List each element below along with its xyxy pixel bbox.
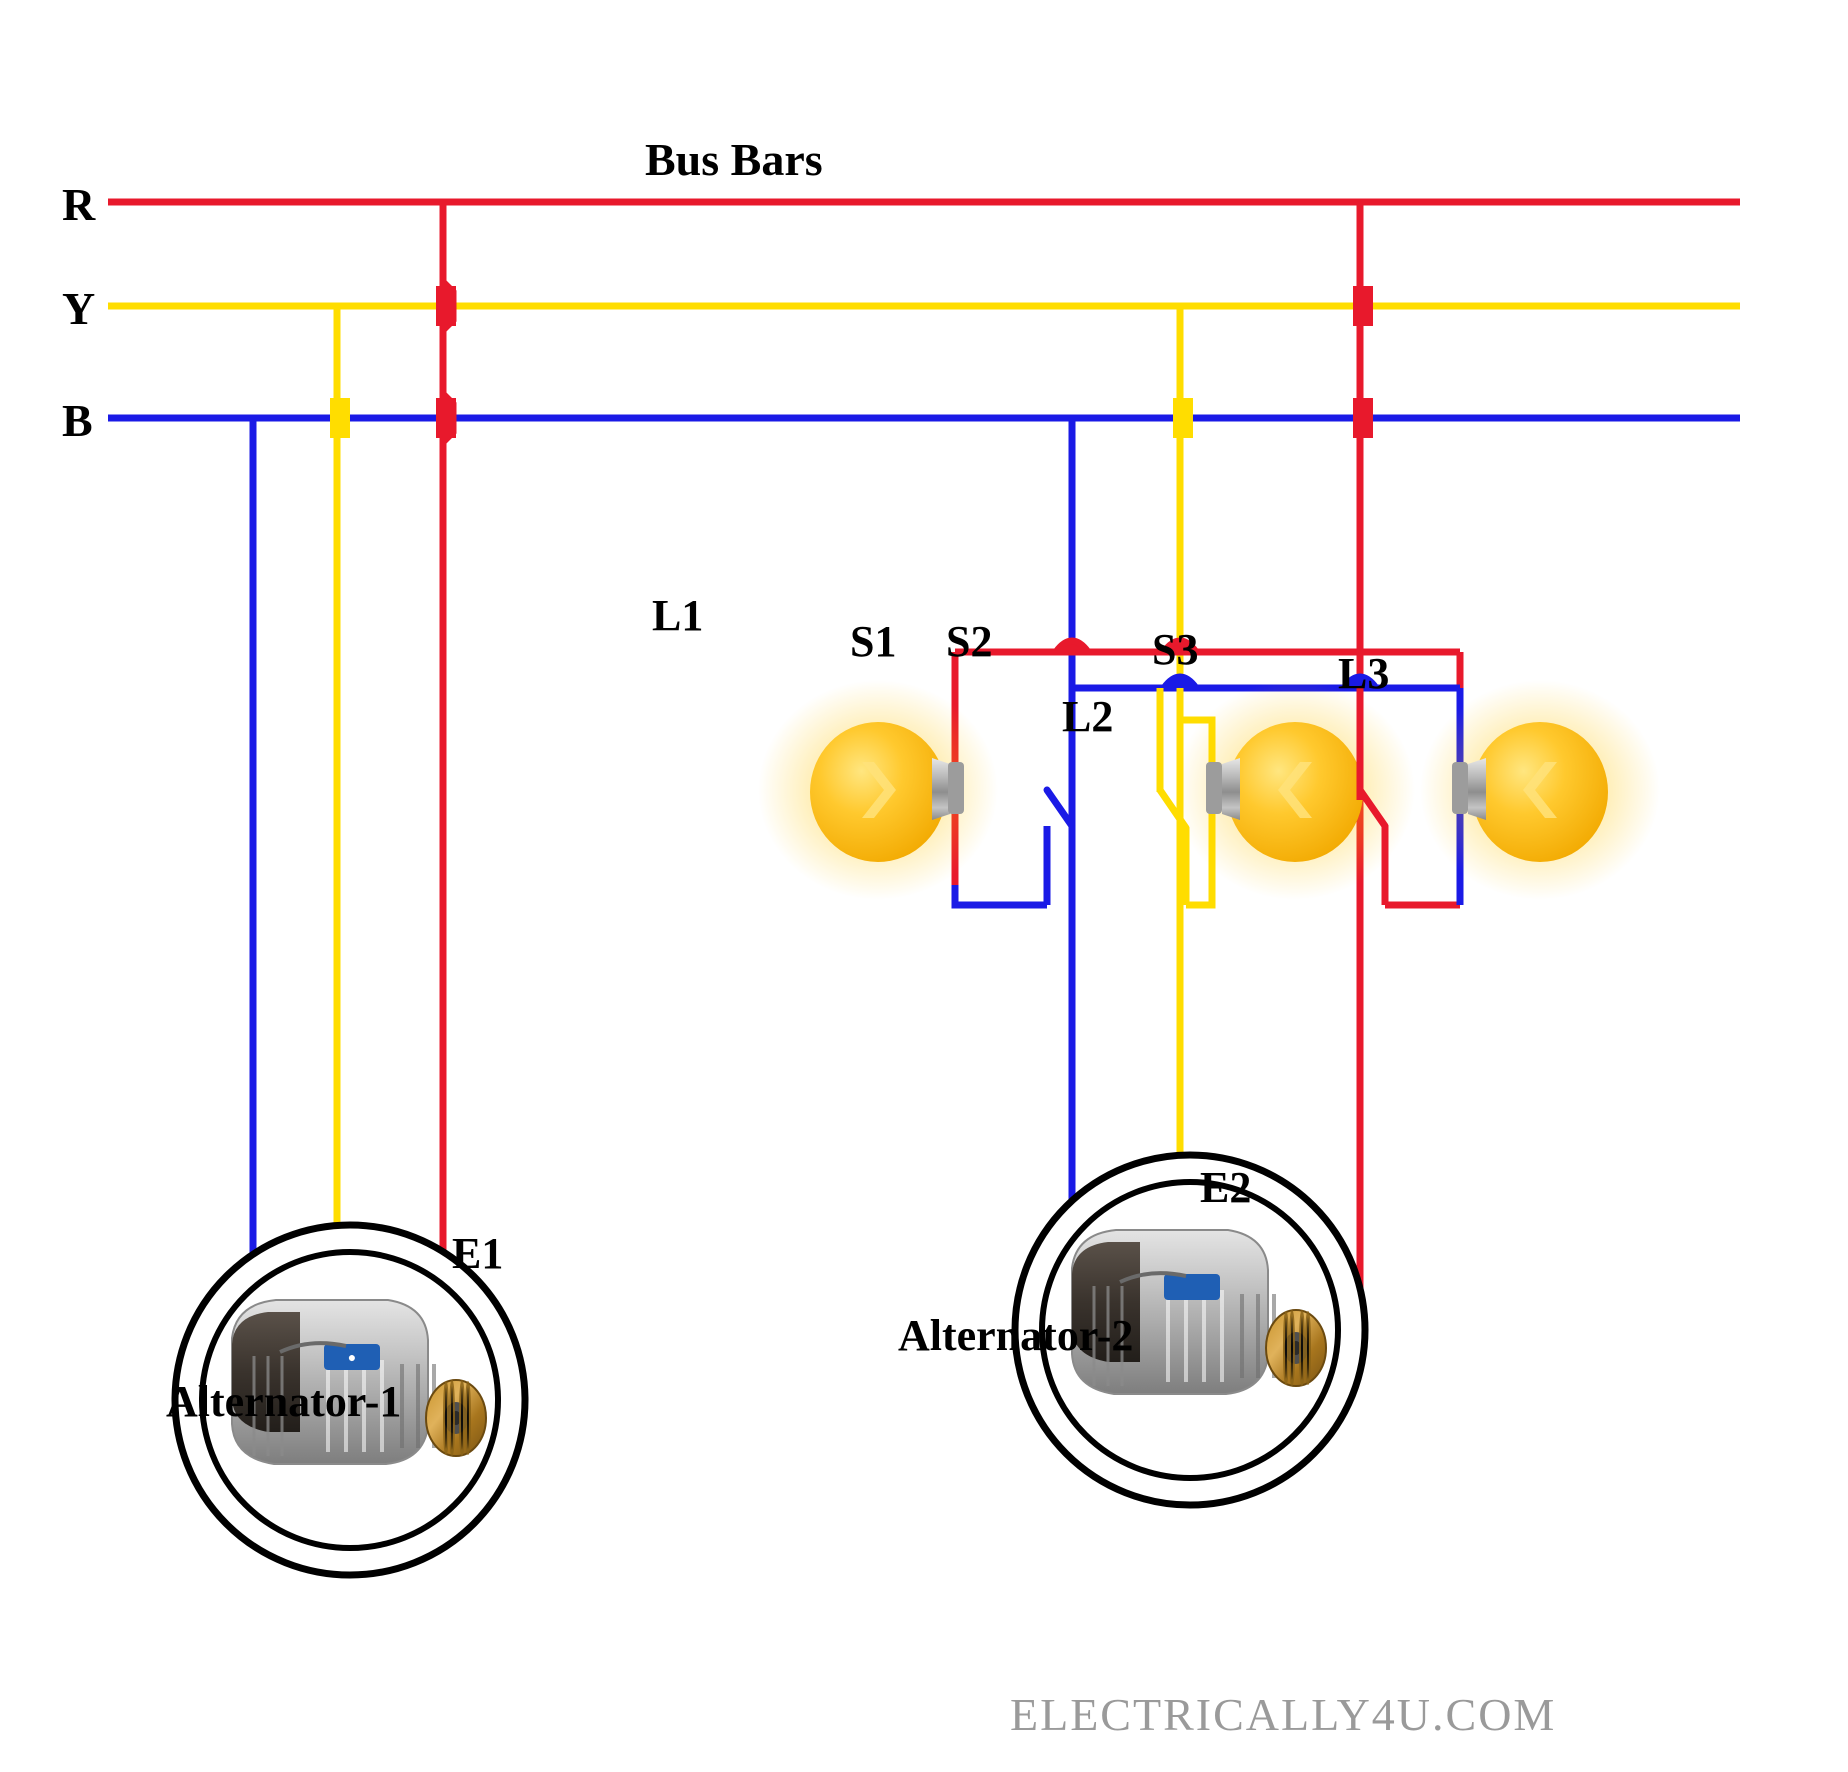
feeder-e1-phase-y bbox=[330, 306, 350, 1285]
switch-s3[interactable] bbox=[1356, 688, 1460, 909]
switch-label-s3: S3 bbox=[1152, 625, 1199, 674]
svg-text:●: ● bbox=[348, 1349, 356, 1365]
bus-bar-label-b: B bbox=[62, 395, 93, 446]
lamp-label-l1: L1 bbox=[652, 591, 704, 640]
lamp-l1 bbox=[758, 680, 998, 900]
feeder-e1-phase-r bbox=[436, 202, 457, 1300]
lamp-label-l2: L2 bbox=[1062, 692, 1114, 741]
lamp-label-l3: L3 bbox=[1338, 649, 1390, 698]
alternator-2-name-label: Alternator-2 bbox=[898, 1311, 1134, 1360]
site-watermark: ELECTRICALLY4U.COM bbox=[1010, 1689, 1557, 1740]
alternator-2-terminal-label: E2 bbox=[1200, 1163, 1252, 1212]
lamp-l2 bbox=[1175, 680, 1415, 900]
bus-bar-label-y: Y bbox=[62, 283, 96, 334]
alternator-1-name-label: Alternator-1 bbox=[166, 1377, 402, 1426]
diagram-title: Bus Bars bbox=[645, 134, 823, 185]
switch-s1[interactable] bbox=[951, 688, 1076, 909]
bus-bar-label-r: R bbox=[62, 179, 96, 230]
lamp-l3 bbox=[1420, 680, 1660, 900]
alternator-2 bbox=[1011, 1151, 1369, 1509]
switch-label-s1: S1 bbox=[850, 617, 897, 666]
alternator-1: ● bbox=[171, 1221, 529, 1579]
switch-label-s2: S2 bbox=[946, 617, 993, 666]
alternator-1-terminal-label: E1 bbox=[452, 1229, 504, 1278]
